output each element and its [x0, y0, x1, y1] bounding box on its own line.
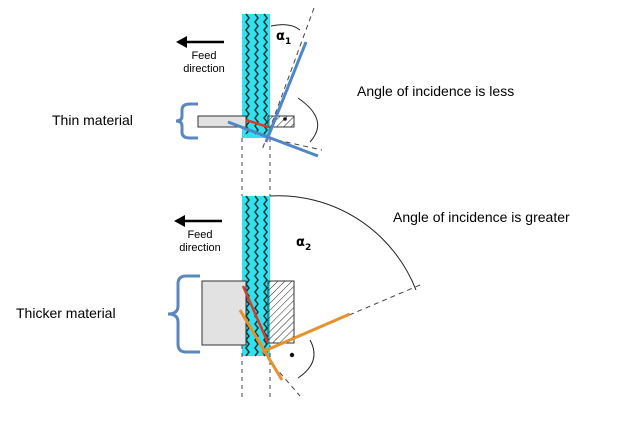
- top-beam-wave-1: [245, 13, 250, 135]
- top-beam-wave-3: [263, 13, 268, 135]
- top-blue-surface-line: [227, 120, 319, 158]
- thick-cut-edge: [241, 285, 270, 344]
- bottom-angle-label: α2: [296, 235, 311, 253]
- bottom-angle-subscript: 2: [305, 243, 311, 253]
- top-feed-arrow-head: [176, 36, 187, 48]
- top-right-angle-arc: [297, 97, 319, 143]
- bottom-beam-wave-2: [254, 195, 259, 357]
- bottom-feed-label-line1: Feed: [187, 229, 212, 241]
- thin-material-left: [197, 115, 247, 128]
- bottom-incidence-label: Angle of incidence is greater: [393, 209, 570, 225]
- bottom-right-angle-arc: [297, 339, 315, 379]
- top-blue-beam-line: [264, 41, 308, 143]
- bottom-material-label: Thicker material: [16, 305, 116, 321]
- bottom-feed-arrow-head: [174, 215, 185, 227]
- bottom-large-angle-arc: [269, 195, 417, 291]
- top-material-label: Thin material: [52, 112, 133, 128]
- thin-material-right-hatched: [267, 115, 295, 128]
- top-angle-label: α1: [276, 29, 291, 47]
- bottom-beam-wave-3: [263, 195, 268, 357]
- bottom-beam-wave-1: [245, 195, 250, 357]
- top-section: α1 Feed direction Thin material Angle of…: [52, 7, 514, 196]
- bottom-orange-line-2: [238, 309, 284, 381]
- top-feed-label-line2: direction: [183, 63, 225, 75]
- top-incidence-label: Angle of incidence is less: [357, 83, 514, 99]
- bottom-material-brace: [167, 274, 200, 354]
- bottom-angle-symbol: α: [296, 235, 305, 250]
- bottom-feed-label-line2: direction: [179, 242, 221, 254]
- thick-material-right-hatched: [267, 280, 295, 344]
- thin-cut-edge: [245, 118, 269, 129]
- bottom-section: α2 Feed direction Thicker material Angle…: [16, 195, 570, 398]
- top-angle-symbol: α: [276, 29, 285, 44]
- top-right-angle-dot: [283, 117, 287, 121]
- top-angle-subscript: 1: [285, 37, 291, 47]
- thick-material-left: [201, 280, 247, 346]
- top-angle-arc-alpha1: [270, 24, 301, 31]
- bottom-right-angle-dot: [289, 352, 295, 358]
- bottom-orange-line-1: [261, 312, 351, 354]
- top-beam-wave-2: [254, 13, 259, 135]
- top-material-brace: [175, 102, 198, 140]
- top-feed-label-line1: Feed: [191, 50, 216, 62]
